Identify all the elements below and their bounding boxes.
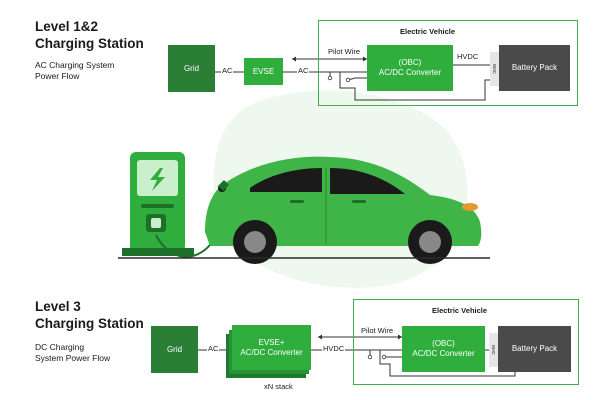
top-grid-label: Grid [183,63,200,73]
bottom-obc-box: (OBC) AC/DC Converter [402,326,485,372]
top-bmc-label: BMC [492,64,497,74]
lightning-bolt-icon [150,168,165,191]
top-battery-box: Battery Pack [499,45,570,91]
top-obc-box: (OBC) AC/DC Converter [367,45,453,91]
top-obc-line2: AC/DC Converter [378,68,442,77]
bottom-title-line1: Level 3 [35,299,81,314]
top-battery-label: Battery Pack [511,63,558,72]
top-pilot-wire-label: Pilot Wire [327,47,362,56]
car-illustration [118,156,490,264]
top-subtitle-line1: AC Charging System [35,60,115,70]
bottom-converter-line1: EVSE+ [258,337,285,347]
charging-station-icon [122,152,223,258]
top-bmc-tab: BMC [490,52,499,86]
top-ac-label-2: AC [297,66,310,75]
top-ev-frame [318,20,578,106]
bottom-title-line2: Charging Station [35,316,144,331]
top-title: Level 1&2 Charging Station [35,18,144,52]
top-ev-title: Electric Vehicle [400,27,456,36]
bottom-grid-label: Grid [166,344,183,354]
connector-plug-icon [218,180,229,191]
bottom-subtitle-line2: System Power Flow [35,353,111,363]
bottom-subtitle-line1: DC Charging [35,342,85,352]
top-subtitle-line2: Power Flow [35,71,80,81]
top-subtitle: AC Charging System Power Flow [35,60,114,82]
top-hvdc-label: HVDC [456,52,480,61]
bottom-bmc-tab: BMC [489,333,498,367]
bottom-obc-line1: (OBC) [432,339,455,348]
top-title-line1: Level 1&2 [35,19,99,34]
bottom-ev-title: Electric Vehicle [432,306,488,315]
bottom-obc-line2: AC/DC Converter [412,349,475,358]
bottom-ev-frame [353,299,579,385]
top-arrowheads [292,56,367,83]
top-title-line2: Charging Station [35,36,144,51]
bottom-subtitle: DC Charging System Power Flow [35,342,110,364]
bottom-pilot-wire-label: Pilot Wire [360,326,395,335]
bottom-bmc-label: BMC [491,345,496,355]
top-evse-label: EVSE [252,66,275,76]
bottom-hvdc-label: HVDC [322,344,346,353]
bottom-arrowheads [318,334,402,360]
bottom-grid-box: Grid [151,326,198,373]
bottom-converter-box: EVSE+ AC/DC Converter [232,325,311,370]
top-grid-box: Grid [168,45,215,92]
top-ac-label-1: AC [221,66,234,75]
top-obc-line1: (OBC) [398,58,422,67]
bottom-ac-label: AC [207,344,220,353]
bottom-title: Level 3 Charging Station [35,298,144,332]
bottom-stack-label: xN stack [263,382,294,391]
bottom-battery-box: Battery Pack [498,326,571,372]
bottom-battery-label: Battery Pack [511,344,558,353]
bottom-converter-line2: AC/DC Converter [240,347,303,357]
top-evse-box: EVSE [244,58,283,85]
